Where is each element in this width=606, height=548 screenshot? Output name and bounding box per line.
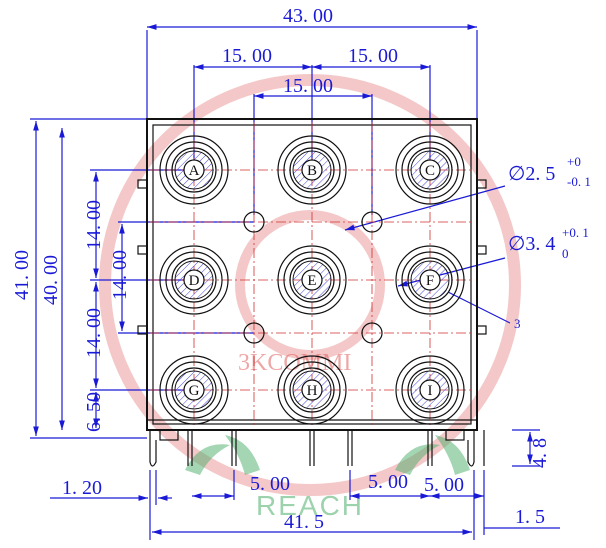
jack-label: I bbox=[428, 383, 433, 399]
connector-body: A B C D bbox=[137, 118, 487, 431]
dim-pin-length: 4. 8 bbox=[529, 438, 551, 468]
jack-label: C bbox=[425, 163, 435, 179]
dim-pitch-mid: 15. 00 bbox=[283, 75, 333, 97]
jack-label: H bbox=[307, 383, 318, 399]
jack-b: B bbox=[277, 135, 347, 205]
dim-hole-large-tol-upper: +0. 1 bbox=[562, 225, 589, 240]
jack-label: F bbox=[426, 273, 434, 289]
dim-hole-small-tol-upper: +0 bbox=[567, 154, 581, 169]
jack-h: H bbox=[277, 355, 347, 425]
dim-bottom-offset: 6. 50 bbox=[83, 392, 105, 432]
jack-label: B bbox=[307, 163, 317, 179]
jack-e: E bbox=[277, 245, 347, 315]
dim-hole-large-tol-lower: 0 bbox=[562, 246, 569, 261]
dim-top-width: 43. 00 bbox=[283, 5, 333, 27]
dim-pin-thickness: 1. 5 bbox=[515, 506, 545, 528]
watermark-seal-ring bbox=[99, 74, 521, 496]
dim-pin-spacing-3: 5. 00 bbox=[424, 474, 464, 496]
watermark-code: 3KCOMMI bbox=[238, 350, 351, 376]
jack-f: F bbox=[395, 245, 465, 315]
dim-hole-large: ∅3. 4 bbox=[508, 233, 555, 255]
dim-pitch-right: 15. 00 bbox=[348, 45, 398, 67]
jack-label: A bbox=[189, 163, 200, 179]
jack-i: I bbox=[395, 355, 465, 425]
dim-row-pitch-1: 14. 00 bbox=[83, 200, 105, 250]
mount-hole bbox=[243, 211, 265, 233]
dim-hole-small-tol-lower: -0. 1 bbox=[567, 174, 591, 189]
jack-c: C bbox=[395, 135, 465, 205]
dim-bottom-width: 41. 5 bbox=[284, 511, 324, 533]
jack-a: A bbox=[159, 135, 229, 205]
dim-pin-offset-left: 1. 20 bbox=[62, 477, 102, 499]
watermark-seal-ring-inner bbox=[235, 210, 385, 360]
mount-hole bbox=[243, 322, 265, 344]
mount-hole bbox=[361, 322, 383, 344]
hole-callouts: ∅2. 5 +0 -0. 1 ∅3. 4 +0. 1 0 3 bbox=[344, 154, 591, 331]
jack-label: D bbox=[189, 273, 200, 289]
dim-row-pitch-2: 14. 00 bbox=[83, 308, 105, 358]
pins bbox=[149, 429, 485, 467]
top-dimensions: 43. 00 15. 00 15. 00 15. 00 bbox=[146, 5, 478, 215]
dim-pin-spacing-1: 5. 00 bbox=[250, 473, 290, 495]
dim-pitch-left: 15. 00 bbox=[222, 45, 272, 67]
dim-hole-small: ∅2. 5 bbox=[508, 163, 555, 185]
bottom-dimensions: 4. 8 1. 20 5. 00 5. 00 5. 00 41. 5 1. 5 bbox=[50, 429, 560, 540]
dim-height-body: 40. 00 bbox=[40, 255, 62, 305]
jack-d: D bbox=[159, 245, 229, 315]
callout-3: 3 bbox=[514, 316, 521, 331]
dim-height-total: 41. 00 bbox=[11, 250, 33, 300]
jack-label: E bbox=[307, 273, 316, 289]
dim-pin-spacing-2: 5. 00 bbox=[368, 471, 408, 493]
watermark-leaves bbox=[185, 435, 470, 475]
mount-hole bbox=[361, 211, 383, 233]
housing-outline bbox=[146, 118, 478, 431]
jack-label: G bbox=[189, 383, 200, 399]
dim-row-pitch-inner: 14. 00 bbox=[109, 250, 131, 300]
jack-g: G bbox=[159, 355, 229, 425]
watermark-brand: REACH bbox=[256, 490, 364, 521]
